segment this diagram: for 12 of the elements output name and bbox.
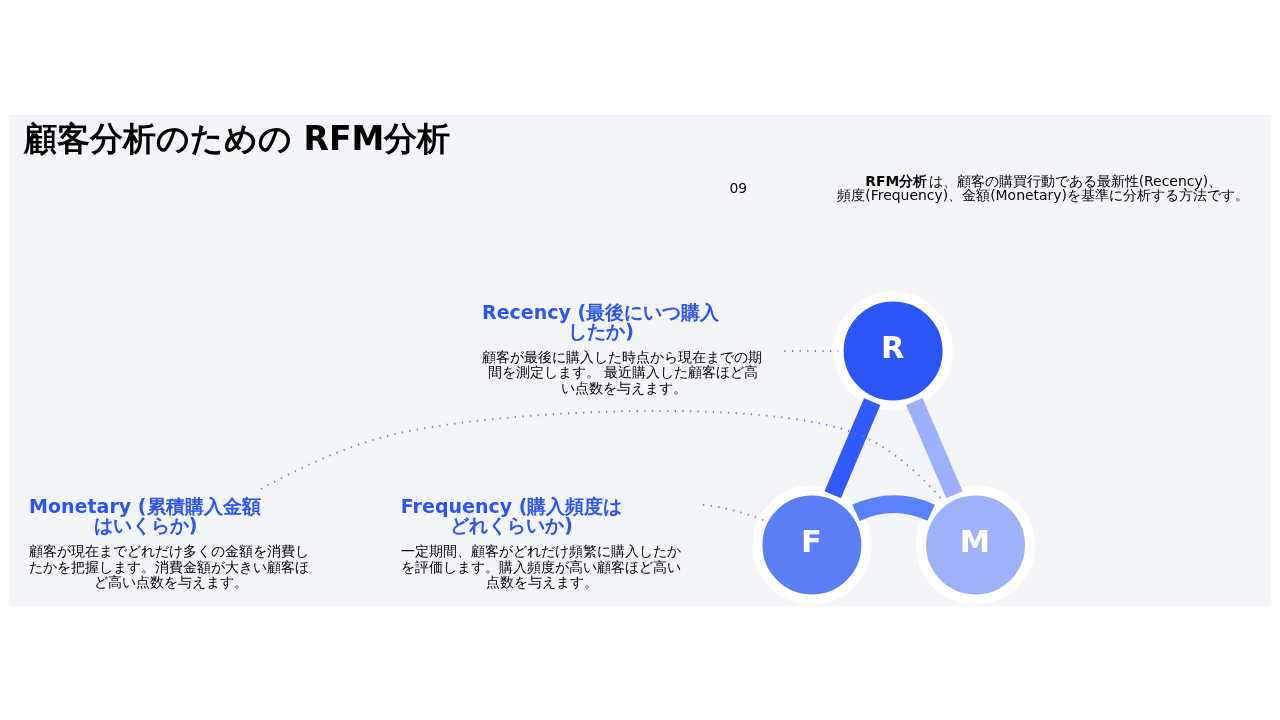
- node-text: Monetary (累積購入金額はいくらか) 顧客が現在までどれだけ多くの金額を消費したかを把握します。消費金額が大きい顧客ほど高い点数を与えます。: [29, 494, 310, 590]
- connector: [852, 494, 935, 521]
- node-circle: F: [752, 484, 872, 605]
- node-circle: M: [915, 484, 1036, 605]
- label: 09: [729, 179, 748, 196]
- node-text: Recency (最後にいつ購入したか) 顧客が最後に購入した時点から現在までの期間を測定します。 最近購入した顧客ほど高い点数を与えます。: [482, 300, 763, 396]
- node-text: Frequency (購入頻度はどれくらいか) 一定期間、顧客がどれだけ頻繁に購入したかを評価します。購入頻度が高い顧客ほど高い点数を与えます。: [400, 494, 681, 590]
- node-circle: R: [833, 290, 953, 411]
- label: RFM分析は、顧客の購買行動である最新性(Recency)、頻度(Frequency)、金額(Monetary)を基準に分析する方法です。: [837, 172, 1249, 203]
- connector: [906, 397, 963, 498]
- connector: [702, 503, 764, 521]
- diagram-title: 顧客分析のための RFM分析: [24, 118, 451, 158]
